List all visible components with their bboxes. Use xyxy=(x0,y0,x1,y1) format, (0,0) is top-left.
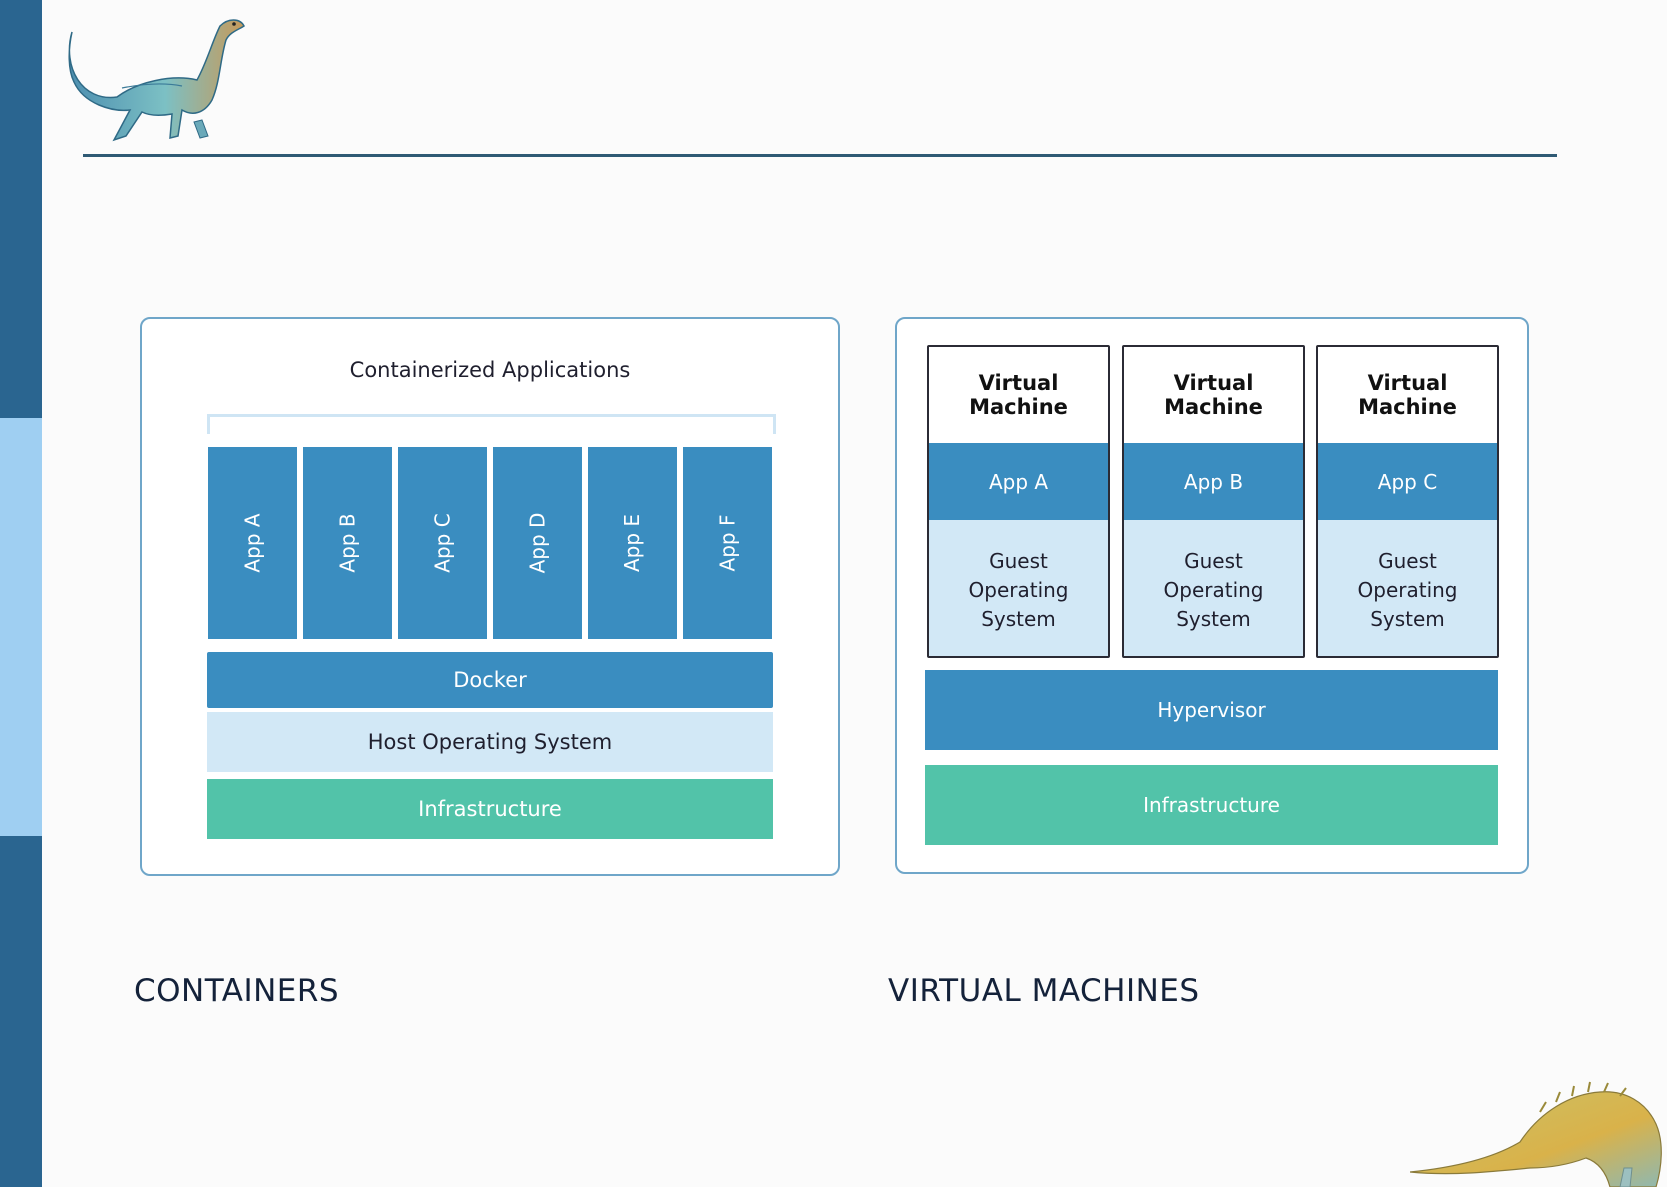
guest-os-line: Guest xyxy=(989,548,1048,573)
app-label: App D xyxy=(525,512,550,574)
app-label: App C xyxy=(430,513,455,573)
sidebar-dark-top xyxy=(0,0,42,418)
vm-app: App C xyxy=(1318,443,1497,520)
host-os-layer: Host Operating System xyxy=(207,712,773,772)
container-app-f: App F xyxy=(683,447,772,639)
vm-title: Virtual Machine xyxy=(1358,371,1457,419)
docker-layer: Docker xyxy=(207,652,773,708)
guest-os-line: Operating xyxy=(1163,577,1264,602)
guest-os-line: System xyxy=(1176,606,1251,631)
container-app-c: App C xyxy=(398,447,487,639)
virtual-machine-box: Virtual Machine App C Guest Operating Sy… xyxy=(1316,345,1499,658)
hypervisor-layer: Hypervisor xyxy=(925,670,1498,750)
app-label: App E xyxy=(620,513,645,573)
app-label: App F xyxy=(715,514,740,572)
guest-os-line: Operating xyxy=(1357,577,1458,602)
infrastructure-layer: Infrastructure xyxy=(207,779,773,839)
containers-caption: CONTAINERS xyxy=(134,973,340,1009)
guest-os-line: Guest xyxy=(1184,548,1243,573)
dinosaur-logo-icon xyxy=(68,19,245,142)
app-label: App B xyxy=(335,513,360,573)
guest-os-line: System xyxy=(981,606,1056,631)
containers-diagram: Containerized Applications App A App B A… xyxy=(140,317,840,876)
sidebar-dark-bottom xyxy=(0,836,42,1187)
guest-os: Guest Operating System xyxy=(929,520,1108,656)
container-app-a: App A xyxy=(208,447,297,639)
virtual-machines-caption: VIRTUAL MACHINES xyxy=(888,973,1200,1009)
virtual-machine-box: Virtual Machine App B Guest Operating Sy… xyxy=(1122,345,1305,658)
guest-os-line: Guest xyxy=(1378,548,1437,573)
container-app-e: App E xyxy=(588,447,677,639)
vm-title: Virtual Machine xyxy=(969,371,1068,419)
apps-bracket xyxy=(207,414,776,434)
vm-diagram: Virtual Machine App A Guest Operating Sy… xyxy=(895,317,1529,874)
vm-title: Virtual Machine xyxy=(1164,371,1263,419)
header-divider xyxy=(83,154,1557,157)
vm-app: App B xyxy=(1124,443,1303,520)
guest-os: Guest Operating System xyxy=(1318,520,1497,656)
containerized-applications-label: Containerized Applications xyxy=(349,358,631,382)
dinosaur-corner-icon xyxy=(1410,1081,1662,1187)
guest-os: Guest Operating System xyxy=(1124,520,1303,656)
guest-os-line: Operating xyxy=(968,577,1069,602)
infrastructure-layer: Infrastructure xyxy=(925,765,1498,845)
sidebar-stripe xyxy=(0,0,42,1187)
guest-os-line: System xyxy=(1370,606,1445,631)
vm-app: App A xyxy=(929,443,1108,520)
app-label: App A xyxy=(240,513,265,573)
virtual-machine-box: Virtual Machine App A Guest Operating Sy… xyxy=(927,345,1110,658)
sidebar-light-middle xyxy=(0,418,42,836)
container-app-b: App B xyxy=(303,447,392,639)
container-app-d: App D xyxy=(493,447,582,639)
